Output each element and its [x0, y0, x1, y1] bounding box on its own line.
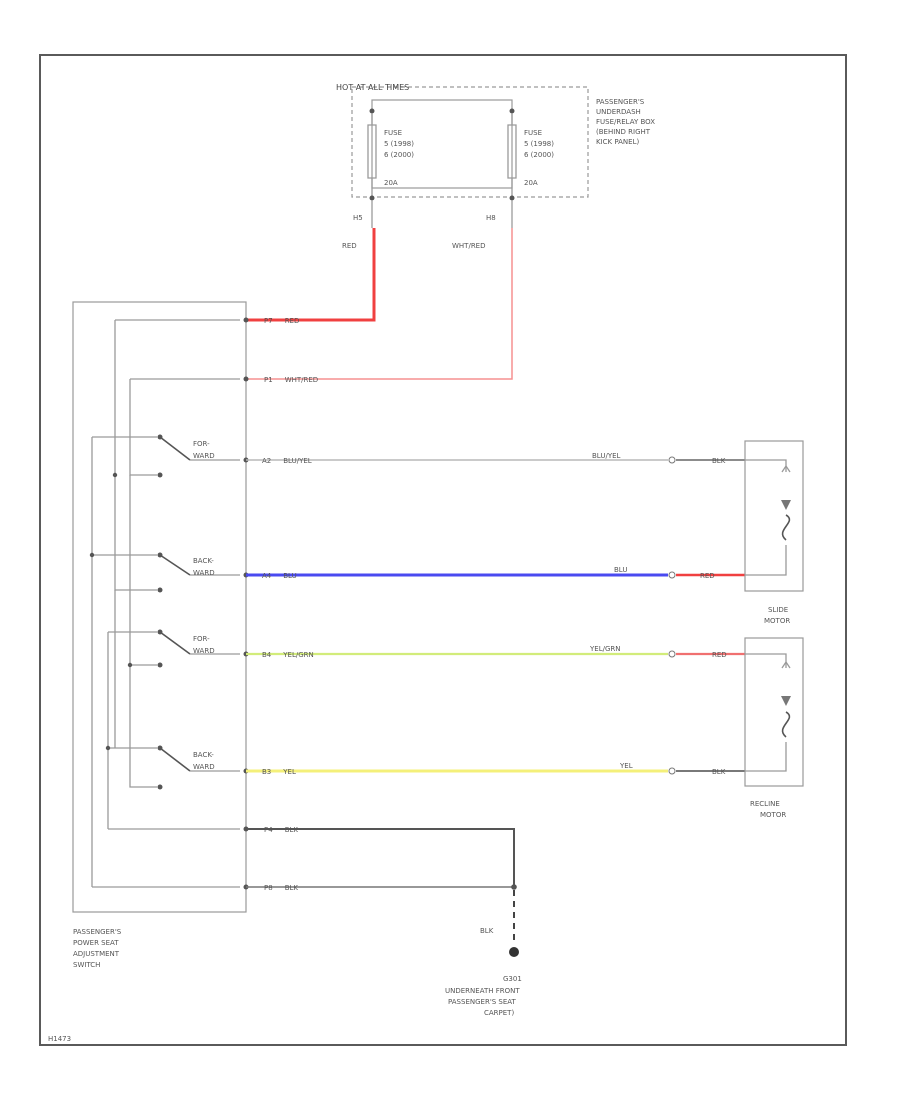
switch-label: PASSENGER'S POWER SEAT ADJUSTMENT SWITCH [73, 928, 123, 969]
wire-b4-motor-end: YEL/GRN [589, 645, 620, 653]
ground-wire-label: BLK [480, 927, 494, 935]
left-supply-label: RED [342, 242, 357, 250]
switch-recline-forward: FOR-WARD [157, 629, 240, 668]
power-seat-switch: FOR-WARD BACK-WARD FOR-WARD BACK-WARD [72, 301, 249, 969]
fuse-right-terminal: H8 [486, 214, 496, 222]
slide-motor-winding [781, 500, 791, 510]
wire-b3-motor-end: YEL [619, 762, 633, 770]
switch-slide-forward-label: FOR-WARD [193, 440, 215, 460]
wire-a4-motor-end: BLU [614, 566, 627, 574]
slide-motor: SLIDE MOTOR [744, 440, 804, 625]
switch-outline [72, 301, 247, 913]
fuse-right-text: FUSE 5 (1998) 6 (2000) [524, 129, 556, 159]
ground-id: G301 [503, 975, 522, 983]
ground-location: UNDERNEATH FRONT PASSENGER'S SEAT CARPET… [445, 987, 522, 1017]
wire-wht-red [246, 228, 513, 380]
fuse-left: FUSE 5 (1998) 6 (2000) 20A H5 [353, 108, 416, 222]
switch-recline-backward-label: BACK-WARD [193, 751, 215, 771]
ground-symbol [509, 947, 519, 957]
right-supply-label: WHT/RED [452, 242, 486, 250]
fuse-box-inner [371, 99, 513, 189]
diagram-frame [39, 54, 847, 1046]
recline-motor-label: RECLINE MOTOR [750, 800, 786, 819]
fuse-left-amp: 20A [384, 179, 398, 187]
switch-slide-backward: BACK-WARD [157, 552, 240, 593]
wire-b4-motor-lead: RED [712, 651, 727, 659]
switch-recline-forward-label: FOR-WARD [193, 635, 215, 655]
switch-recline-backward: BACK-WARD [157, 745, 240, 790]
recline-motor-winding [781, 696, 791, 706]
slide-motor-outline [744, 440, 804, 592]
switch-slide-backward-label: BACK-WARD [193, 557, 215, 577]
fuse-box-outline [351, 86, 589, 198]
wire-red [246, 228, 376, 322]
fuse-left-terminal: H5 [353, 214, 363, 222]
fuse-right-amp: 20A [524, 179, 538, 187]
ground-point: G301 UNDERNEATH FRONT PASSENGER'S SEAT C… [445, 947, 522, 1017]
fuse-relay-box: HOT AT ALL TIMES PASSENGER'S UNDERDASH F… [336, 83, 657, 222]
wire-a4-motor-lead: RED [700, 572, 715, 580]
wire-a2-motor-lead: BLK [712, 457, 726, 465]
slide-motor-label: SLIDE MOTOR [764, 606, 790, 625]
switch-slide-forward: FOR-WARD [157, 434, 240, 478]
fuse-right: FUSE 5 (1998) 6 (2000) 20A H8 [486, 108, 556, 222]
fuse-left-text: FUSE 5 (1998) 6 (2000) [384, 129, 416, 159]
wire-a2-motor-end: BLU/YEL [592, 452, 621, 460]
fuse-box-location: PASSENGER'S UNDERDASH FUSE/RELAY BOX (BE… [596, 98, 657, 146]
wire-b3-motor-lead: BLK [712, 768, 726, 776]
recline-motor-outline [744, 637, 804, 787]
footer-code: H1473 [48, 1035, 71, 1043]
recline-motor: RECLINE MOTOR [744, 637, 804, 819]
fuse-box-title: HOT AT ALL TIMES [336, 83, 409, 92]
